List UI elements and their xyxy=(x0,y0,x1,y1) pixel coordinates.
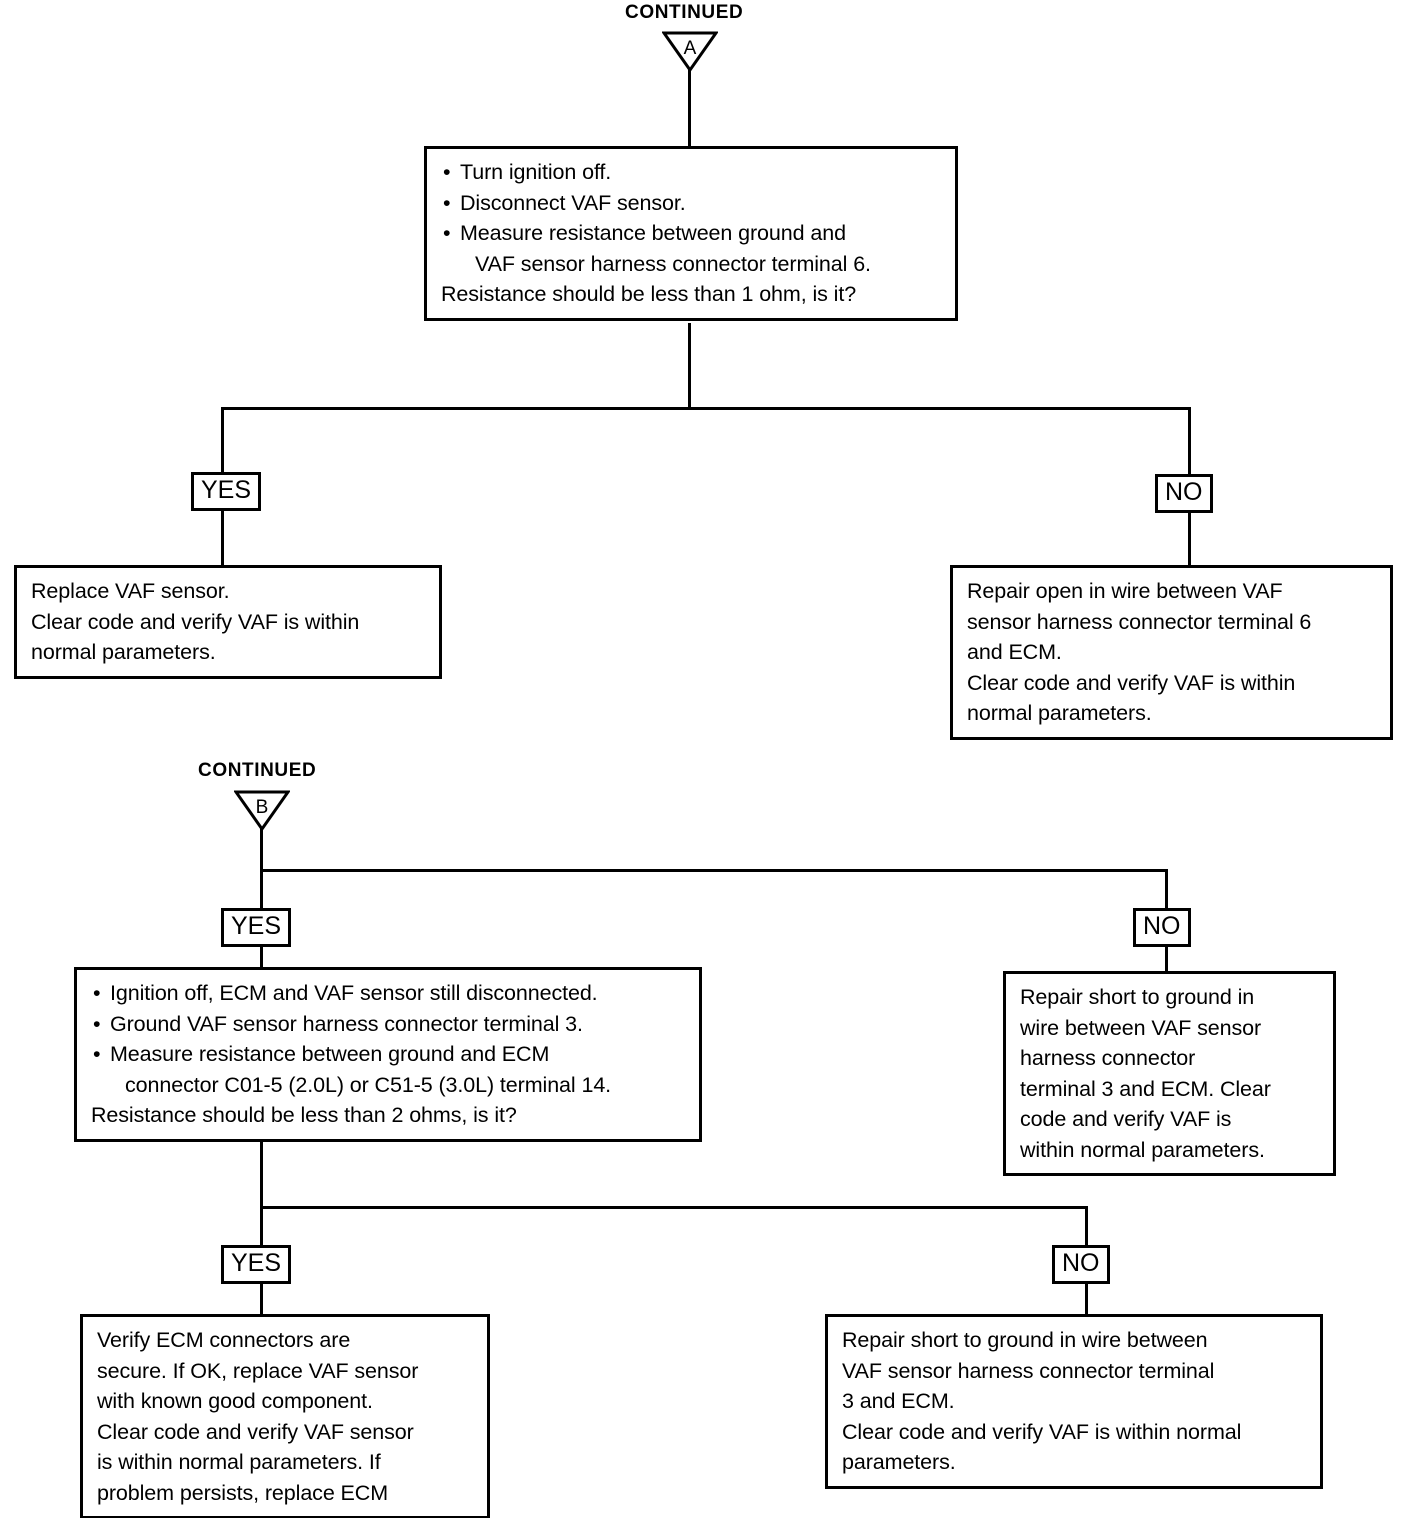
node-text-line: code and verify VAF is xyxy=(1020,1107,1232,1132)
node-text-line: Clear code and verify VAF is within xyxy=(967,670,1296,695)
node-text-line: Resistance should be less than 2 ohms, i… xyxy=(91,1103,517,1128)
edge-branch3-right-drop xyxy=(1085,1206,1088,1249)
node-text-line: with known good component. xyxy=(97,1389,373,1414)
decision-box-step-b: Ignition off, ECM and VAF sensor still d… xyxy=(74,967,702,1142)
node-text-line: VAF sensor harness connector terminal 6. xyxy=(475,251,871,276)
edge-branch2-right-drop xyxy=(1165,869,1168,912)
result-box-verify-ecm-connectors: Verify ECM connectors are secure. If OK, … xyxy=(80,1314,490,1518)
node-text-line: wire between VAF sensor xyxy=(1020,1015,1262,1040)
edge-branch2-left-drop xyxy=(260,869,263,911)
node-text-line: Repair short to ground in xyxy=(1020,985,1255,1009)
node-text-line: secure. If OK, replace VAF sensor xyxy=(97,1358,419,1383)
edge-branch-bar-1 xyxy=(221,407,1191,410)
edge-branch1-left-drop xyxy=(221,407,224,475)
result-box-repair-open-wire: Repair open in wire between VAF sensor ha… xyxy=(950,565,1393,740)
result-box-replace-vaf-sensor: Replace VAF sensor. Clear code and verify… xyxy=(14,565,442,679)
node-text-line: Repair open in wire between VAF xyxy=(967,579,1283,603)
edge-yes1-to-box xyxy=(221,505,224,567)
edge-branch-bar-3 xyxy=(260,1206,1088,1209)
node-text-line: harness connector xyxy=(1020,1046,1196,1071)
svg-text:B: B xyxy=(256,797,269,818)
branch-chip-yes-2[interactable]: YES xyxy=(221,908,292,947)
branch-chip-no-1[interactable]: NO xyxy=(1155,474,1213,513)
node-text-line: Clear code and verify VAF is within xyxy=(31,609,360,634)
node-text-line: problem persists, replace ECM xyxy=(97,1480,389,1505)
node-text-line: Measure resistance between ground and EC… xyxy=(91,1039,687,1070)
node-text-line: Replace VAF sensor. xyxy=(31,579,230,603)
branch-chip-no-2[interactable]: NO xyxy=(1133,908,1191,947)
node-text-line: Repair short to ground in wire between xyxy=(842,1328,1208,1352)
edge-yes2-to-box xyxy=(260,941,263,969)
continued-label-a: CONTINUED xyxy=(625,2,744,23)
continued-label-b: CONTINUED xyxy=(198,760,317,781)
node-text-line: Clear code and verify VAF is within norm… xyxy=(842,1419,1242,1444)
node-text-line: Ignition off, ECM and VAF sensor still d… xyxy=(91,978,687,1009)
edge-step-a-stem xyxy=(688,323,691,409)
node-text-line: and ECM. xyxy=(967,640,1062,665)
edge-yes3-to-box xyxy=(260,1278,263,1316)
connector-triangle-a-icon: A xyxy=(662,30,718,72)
edge-branch3-left-drop xyxy=(260,1206,263,1248)
node-text-line: normal parameters. xyxy=(967,701,1152,726)
node-text-line: Resistance should be less than 1 ohm, is… xyxy=(441,282,857,307)
branch-chip-no-3[interactable]: NO xyxy=(1052,1245,1110,1284)
edge-branch-bar-2 xyxy=(260,869,1168,872)
branch-chip-yes-3[interactable]: YES xyxy=(221,1245,292,1284)
edge-branch1-right-drop xyxy=(1188,407,1191,475)
edge-step-b-stem xyxy=(260,1136,263,1209)
node-text-line: Ground VAF sensor harness connector term… xyxy=(91,1009,687,1040)
node-text-line: Measure resistance between ground and xyxy=(441,218,943,249)
edge-b-stem xyxy=(260,826,263,872)
node-text-line: VAF sensor harness connector terminal xyxy=(842,1358,1215,1383)
edge-no1-to-box xyxy=(1188,507,1191,567)
decision-box-step-a: Turn ignition off.Disconnect VAF sensor.… xyxy=(424,146,958,321)
node-text-line: is within normal parameters. If xyxy=(97,1450,381,1475)
edge-no3-to-box xyxy=(1085,1278,1088,1316)
node-text-line: Verify ECM connectors are xyxy=(97,1328,351,1352)
node-text-line: sensor harness connector terminal 6 xyxy=(967,609,1312,634)
node-text-line: within normal parameters. xyxy=(1020,1137,1265,1162)
svg-text:A: A xyxy=(684,38,697,59)
result-box-repair-short-ground-1: Repair short to ground in wire between VA… xyxy=(1003,971,1336,1177)
node-text-line: Clear code and verify VAF sensor xyxy=(97,1419,414,1444)
node-text-line: connector C01-5 (2.0L) or C51-5 (3.0L) t… xyxy=(125,1072,612,1097)
branch-chip-yes-1[interactable]: YES xyxy=(191,472,262,511)
node-text-line: 3 and ECM. xyxy=(842,1389,955,1414)
node-text-line: terminal 3 and ECM. Clear xyxy=(1020,1076,1271,1101)
connector-triangle-b-icon: B xyxy=(234,789,290,831)
edge-no2-to-box xyxy=(1165,941,1168,973)
node-text-line: normal parameters. xyxy=(31,640,216,665)
edge-a-to-step-a xyxy=(688,68,691,148)
node-text-line: Disconnect VAF sensor. xyxy=(441,188,943,219)
node-text-line: Turn ignition off. xyxy=(441,157,943,188)
node-text-line: parameters. xyxy=(842,1450,956,1475)
